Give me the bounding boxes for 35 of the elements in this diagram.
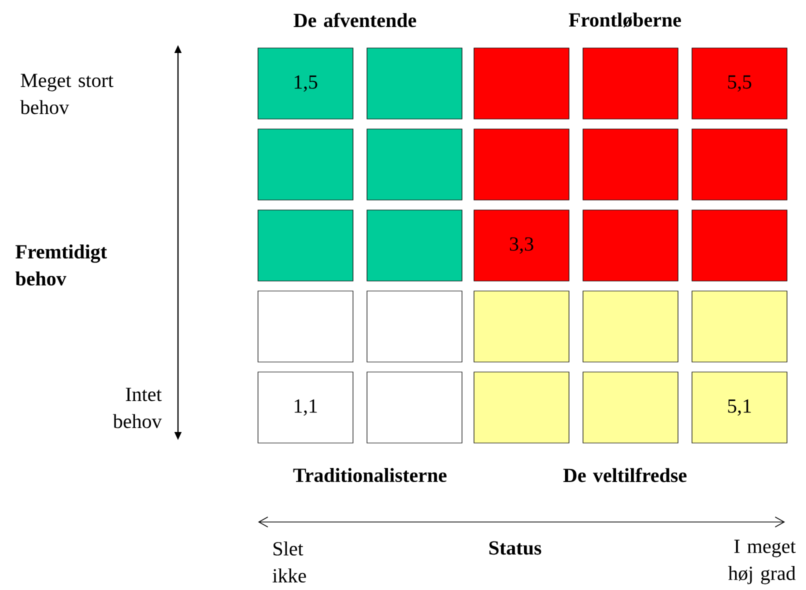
grid-cell <box>366 128 462 200</box>
grid-cell: 1,1 <box>258 372 354 444</box>
grid-cell <box>582 48 678 120</box>
grid-cell <box>582 210 678 282</box>
grid-cell <box>474 372 570 444</box>
grid-cell <box>366 290 462 362</box>
grid-cell <box>474 128 570 200</box>
axis-label: Slet ikke <box>272 541 306 583</box>
heading: De veltilfredse <box>563 468 687 482</box>
grid-cell <box>692 210 788 282</box>
grid-cell <box>474 48 570 120</box>
grid-cell <box>258 128 354 200</box>
grid-cell <box>366 48 462 120</box>
axis-label: Intet behov <box>112 388 162 428</box>
grid-cell <box>582 372 678 444</box>
grid-cell <box>582 128 678 200</box>
heading: De afventende <box>294 12 416 28</box>
heading: Traditionalisterne <box>293 468 447 482</box>
grid-cell <box>692 128 788 200</box>
grid-cell <box>258 210 354 282</box>
heading: Frontløberne <box>568 12 681 28</box>
grid-cell <box>366 210 462 282</box>
grid-cell <box>258 290 354 362</box>
heading: Status <box>489 541 542 555</box>
grid-cell: 3,3 <box>474 210 570 282</box>
grid-cell <box>692 290 788 362</box>
grid-cell: 5,1 <box>692 372 788 444</box>
grid-cell: 5,5 <box>692 48 788 120</box>
heading: Fremtidigt behov <box>15 244 107 286</box>
axis-label: I meget høj grad <box>728 540 796 584</box>
grid-cell <box>474 290 570 362</box>
grid-cell <box>366 372 462 444</box>
grid-cell <box>582 290 678 362</box>
grid-cell: 1,5 <box>258 48 354 120</box>
axis-label: Meget stort behov <box>20 74 114 114</box>
